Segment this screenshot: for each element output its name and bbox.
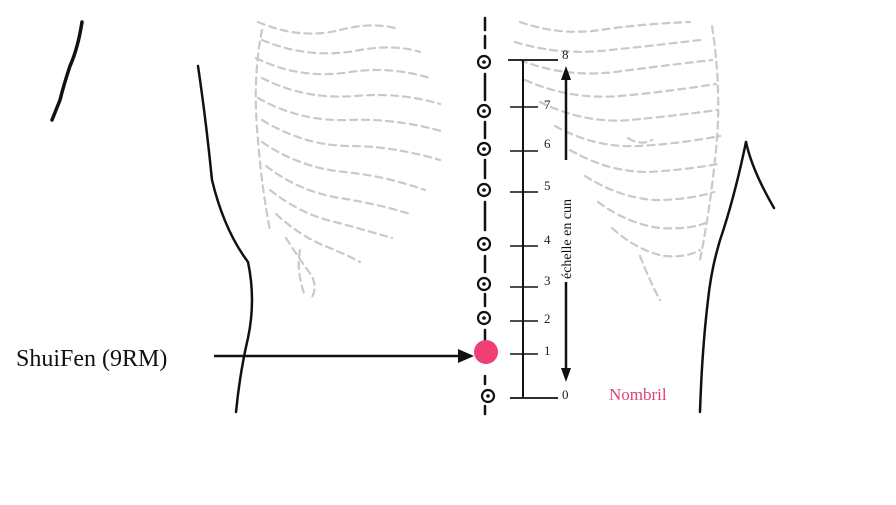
acupoint-ring xyxy=(476,54,492,70)
ribcage-left xyxy=(254,20,447,302)
tick-label-0: 0 xyxy=(562,387,569,402)
navel-label: Nombril xyxy=(609,385,667,404)
tick-label-7: 7 xyxy=(544,97,551,112)
tick-label-2: 2 xyxy=(544,311,551,326)
body-outline xyxy=(50,20,776,414)
acupoint-ring xyxy=(476,182,492,198)
ribcage-right xyxy=(513,20,722,302)
acupoint-ring xyxy=(476,236,492,252)
tick-label-4: 4 xyxy=(544,232,551,247)
scale-arrow xyxy=(561,66,571,382)
shuifen-point xyxy=(474,340,498,364)
tick-label-5: 5 xyxy=(544,178,551,193)
acupoint-ring xyxy=(476,103,492,119)
tick-label-6: 6 xyxy=(544,136,551,151)
acupoints xyxy=(476,54,496,404)
cun-ruler xyxy=(508,59,558,399)
acupoint-ring xyxy=(476,310,492,326)
pointer-arrow xyxy=(214,349,474,363)
acupoint-ring xyxy=(476,276,492,292)
acupoint-ring xyxy=(476,141,492,157)
acupoint-ring xyxy=(480,388,496,404)
cun-tick-labels: 8 7 6 5 4 3 2 1 0 xyxy=(544,47,569,402)
tick-label-8: 8 xyxy=(562,47,569,62)
scale-caption: échelle en cun xyxy=(560,199,575,279)
tick-label-3: 3 xyxy=(544,273,551,288)
point-label: ShuiFen (9RM) xyxy=(16,346,167,372)
tick-label-1: 1 xyxy=(544,343,551,358)
